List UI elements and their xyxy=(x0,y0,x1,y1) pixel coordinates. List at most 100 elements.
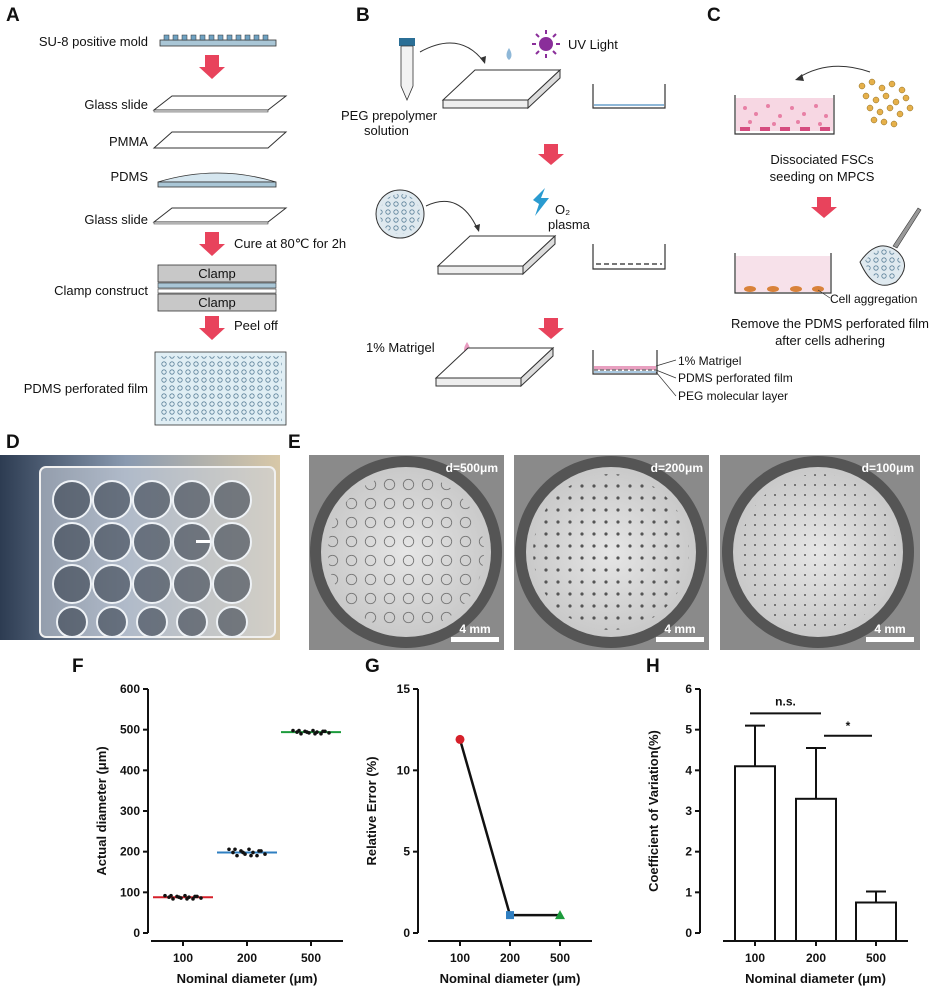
data-point xyxy=(455,734,465,744)
scale-bar-label: 4 mm xyxy=(664,622,695,636)
seed-label-2: seeding on MPCS xyxy=(770,169,875,184)
bar xyxy=(855,901,897,942)
data-point xyxy=(313,731,317,736)
data-point xyxy=(199,896,203,900)
film-disk-icon xyxy=(375,189,425,239)
bar xyxy=(795,797,837,942)
data-point xyxy=(193,894,197,899)
x-tick-label: 200 xyxy=(237,951,257,965)
data-point xyxy=(235,853,239,858)
panel-label-f: F xyxy=(72,656,84,677)
down-arrow-icon xyxy=(538,318,564,339)
well-plate-wells xyxy=(52,480,252,638)
clamp-construct-label: Clamp construct xyxy=(54,283,148,298)
x-axis-title: Nominal diameter (μm) xyxy=(440,971,581,986)
y-tick-label: 4 xyxy=(685,763,692,777)
layer-label-film: PDMS perforated film xyxy=(678,371,793,385)
tweezers-icon xyxy=(892,207,922,249)
film-peel-icon xyxy=(859,207,922,286)
y-axis-title: Actual diameter (μm) xyxy=(94,746,109,875)
data-point xyxy=(263,852,267,856)
data-point xyxy=(251,850,255,855)
x-axis-title: Nominal diameter (μm) xyxy=(745,971,886,986)
x-tick-label: 500 xyxy=(550,951,570,965)
film-label: PDMS perforated film xyxy=(24,381,148,396)
remove-label-2: after cells adhering xyxy=(775,333,885,348)
panel-label-b: B xyxy=(356,5,370,26)
data-point xyxy=(506,911,514,920)
data-point xyxy=(171,897,175,901)
well-side-view-3 xyxy=(592,350,658,375)
data-point xyxy=(233,847,237,852)
y-tick-label: 100 xyxy=(120,885,140,899)
mold-base xyxy=(159,39,277,47)
cure-label: Cure at 80℃ for 2h xyxy=(234,236,346,251)
peg-label-1: PEG prepolymer xyxy=(341,108,438,123)
aggregation-well xyxy=(734,253,832,294)
diameter-label-100: d=100μm xyxy=(862,461,914,475)
cell-aggregates xyxy=(744,286,824,292)
panel-label-c: C xyxy=(707,5,721,26)
y-tick-label: 5 xyxy=(403,845,410,859)
y-tick-label: 2 xyxy=(685,845,692,859)
data-point xyxy=(319,731,323,736)
uv-light-icon xyxy=(532,30,560,58)
x-tick-label: 100 xyxy=(173,951,193,965)
data-point xyxy=(249,853,253,858)
y-tick-label: 0 xyxy=(133,926,140,940)
y-tick-label: 6 xyxy=(685,682,692,696)
tube-icon xyxy=(400,45,414,102)
clamp-bottom-label: Clamp xyxy=(198,295,236,310)
pmma-label: PMMA xyxy=(109,134,148,149)
micrograph-500: d=500μm 4 mm xyxy=(309,455,504,650)
data-point xyxy=(183,893,187,898)
mold-label: SU-8 positive mold xyxy=(39,34,148,49)
y-tick-label: 0 xyxy=(685,926,692,940)
matrigel-label: 1% Matrigel xyxy=(366,340,435,355)
droplet-icon xyxy=(506,48,512,60)
data-point xyxy=(169,893,173,898)
y-tick-label: 1 xyxy=(685,885,692,899)
bar xyxy=(734,765,776,942)
diameter-label-500: d=500μm xyxy=(446,461,498,475)
significance-label: n.s. xyxy=(775,694,796,708)
o2-label: O₂ xyxy=(555,202,570,217)
significance-label: * xyxy=(846,719,851,733)
down-arrow-icon xyxy=(199,232,225,256)
uv-light-label: UV Light xyxy=(568,37,618,52)
panel-e-micrographs: d=500μm 4 mm d=200μm 4 mm d=100μm 4 mm xyxy=(309,455,920,650)
plasma-label: plasma xyxy=(548,217,591,232)
diameter-label-200: d=200μm xyxy=(651,461,703,475)
pmma-sheet xyxy=(152,131,288,149)
clamp-top xyxy=(157,264,277,283)
y-tick-label: 3 xyxy=(685,804,692,818)
panel-d-photo xyxy=(0,455,280,640)
tube-cap xyxy=(399,38,415,46)
peel-label: Peel off xyxy=(234,318,278,333)
down-arrow-icon xyxy=(811,197,837,218)
layer-label-peg: PEG molecular layer xyxy=(678,389,788,403)
data-point xyxy=(247,847,251,852)
data-point xyxy=(299,731,303,736)
scale-bar-label: 4 mm xyxy=(459,622,490,636)
data-point xyxy=(255,853,259,858)
seeding-well xyxy=(734,95,835,135)
y-tick-label: 5 xyxy=(685,723,692,737)
y-axis-title: Relative Error (%) xyxy=(364,756,379,865)
peg-label-2: solution xyxy=(364,123,409,138)
y-axis-title: Coefficient of Variation(%) xyxy=(646,730,661,892)
layer-label-matrigel: 1% Matrigel xyxy=(678,354,741,368)
data-point xyxy=(163,893,167,898)
data-point xyxy=(257,849,261,853)
seed-label-1: Dissociated FSCs xyxy=(770,152,874,167)
data-point xyxy=(311,728,315,733)
pdms-layer xyxy=(157,172,277,183)
data-point xyxy=(305,730,309,734)
data-point xyxy=(227,847,231,852)
y-tick-label: 0 xyxy=(403,926,410,940)
well-side-view-1 xyxy=(592,84,666,109)
data-point xyxy=(327,731,331,735)
